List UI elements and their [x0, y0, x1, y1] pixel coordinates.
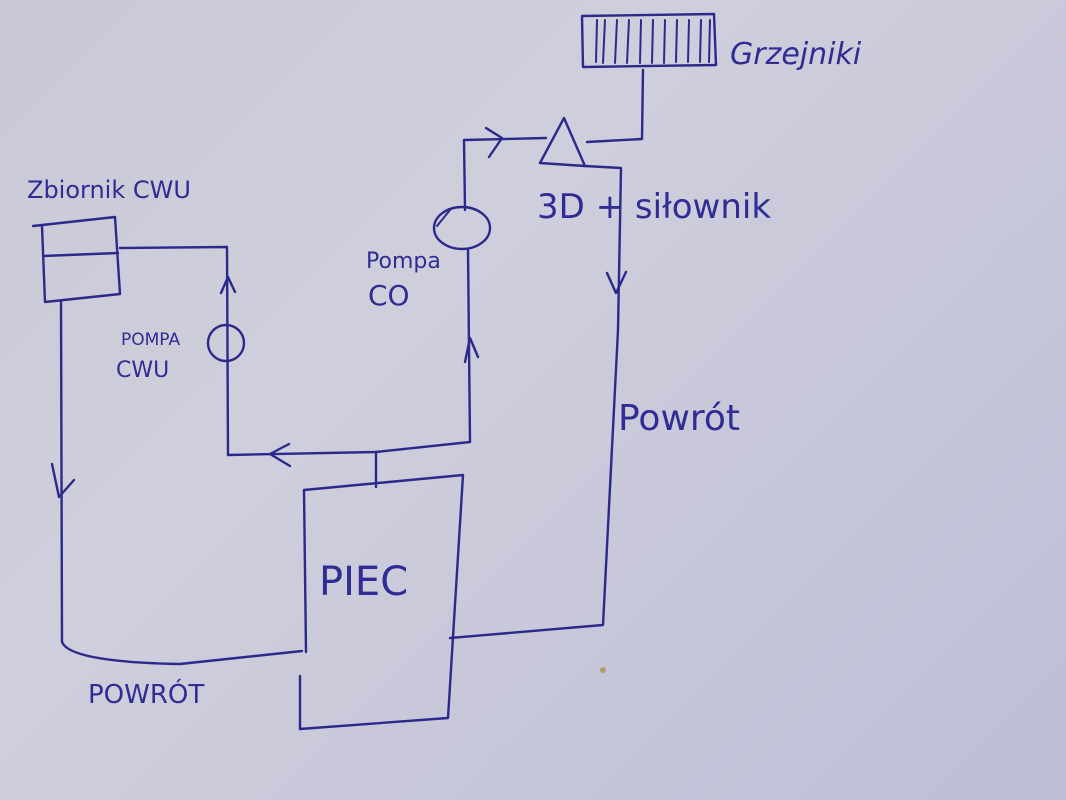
pump-cwu-label-line1: POMPA [121, 330, 180, 350]
three-way-valve-icon [538, 116, 587, 168]
boiler-body [298, 473, 465, 731]
flow-arrow-up-icon-cwu [219, 275, 237, 295]
pipe-radiator-to-valve [585, 68, 645, 144]
pump-co-icon [432, 205, 492, 251]
pipe-pump-cwu-to-tank [118, 245, 230, 457]
boiler-left-edge [302, 488, 308, 654]
pipe-tank-return [59, 300, 304, 666]
flow-arrow-down-icon-left [50, 462, 76, 499]
pump-cwu-icon [206, 323, 246, 363]
pipe-pump-co-to-valve [462, 136, 548, 212]
flow-arrow-right-icon [484, 126, 504, 159]
pump-co-label-line1: Pompa [366, 249, 441, 274]
tank-divider [41, 251, 120, 258]
radiator-node [580, 12, 718, 69]
radiator-label: Grzejniki [730, 37, 862, 72]
flow-arrow-up-icon [463, 336, 480, 364]
flow-arrow-down-icon [605, 270, 628, 295]
flow-arrow-left-icon [268, 442, 292, 468]
pump-co-label-line2: CO [368, 279, 410, 312]
return-label-bottom: POWRÓT [88, 678, 204, 710]
boiler-label: PIEC [319, 559, 408, 605]
pump-cwu-label-line2: CWU [116, 358, 169, 383]
radiator-fins [595, 19, 711, 64]
valve-label: 3D + siłownik [537, 187, 771, 227]
tank-label: Zbiornik CWU [27, 176, 191, 204]
pipe-boiler-to-pump-co [226, 248, 472, 457]
pipe-valve-return [448, 164, 623, 640]
paper-speck [600, 667, 606, 673]
return-label-right: Powrót [618, 398, 740, 439]
radiator-body [580, 12, 718, 69]
tank-body [31, 215, 122, 304]
pump-co-stroke [436, 209, 451, 227]
